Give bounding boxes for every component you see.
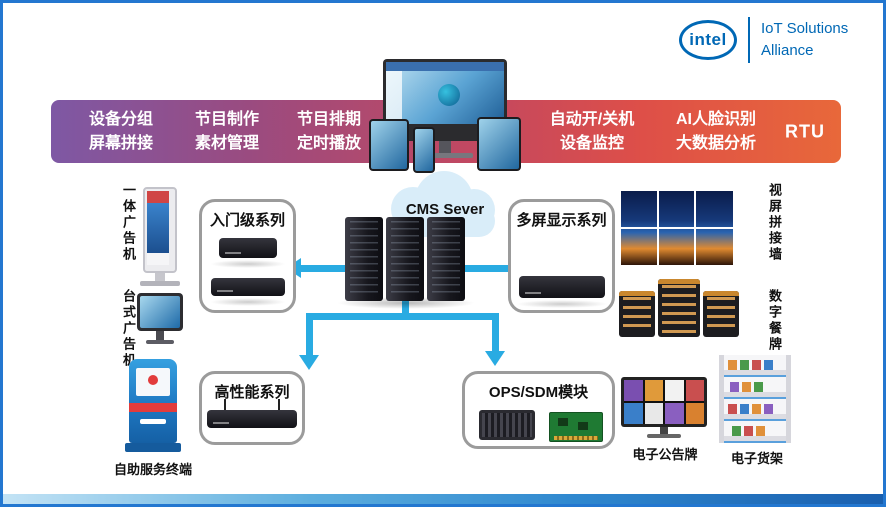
video-wall-label: 视屏拼接墙	[767, 183, 782, 263]
kiosk-ad-label: 一体广告机	[121, 183, 136, 263]
arrow-connector	[306, 313, 499, 320]
video-wall-image	[621, 191, 733, 265]
server-tower	[386, 217, 424, 301]
banner-item-rtu: RTU	[785, 121, 825, 141]
bulletin-board-image	[621, 377, 707, 441]
ops-sdm-label: OPS/SDM模块	[488, 384, 589, 401]
intel-logo-text: intel	[689, 30, 727, 49]
high-performance-label: 高性能系列	[214, 384, 290, 401]
banner-item-ai-face: AI人脸识别 大数据分析	[675, 110, 756, 152]
smart-shelf-image	[719, 355, 791, 443]
bulletin-board-label: 电子公告牌	[632, 447, 698, 462]
server-tower	[427, 217, 465, 301]
menu-panel	[703, 291, 739, 337]
logo-divider	[748, 17, 750, 63]
monitor-stand	[439, 141, 451, 153]
arrow-to-high-shaft	[306, 313, 313, 357]
ops-sdm-box: OPS/SDM模块	[462, 371, 615, 449]
management-devices-image	[369, 59, 521, 177]
self-service-terminal-image	[125, 359, 181, 455]
tablet-icon	[477, 117, 521, 171]
monitor-base	[417, 153, 473, 158]
alliance-line-1: IoT Solutions	[761, 20, 849, 38]
multi-screen-box: 多屏显示系列	[508, 199, 615, 313]
multi-screen-label: 多屏显示系列	[516, 212, 607, 229]
cms-server-label: CMS Sever	[405, 201, 485, 218]
entry-device-1-image	[218, 238, 277, 258]
entry-series-label: 入门级系列	[209, 212, 285, 229]
desktop-ad-label: 台式广告机	[121, 289, 136, 369]
bottom-accent-bar	[3, 494, 883, 504]
entry-series-box: 入门级系列	[199, 199, 296, 313]
banner-item-device-grouping: 设备分组 屏幕拼接	[88, 110, 153, 152]
arrow-to-entry-shaft	[300, 265, 346, 272]
alliance-text: IoT Solutions Alliance	[761, 18, 848, 62]
arrow-to-ops-shaft	[492, 313, 499, 353]
banner-item-scheduling: 节目排期 定时播放	[296, 110, 361, 152]
server-tower	[345, 217, 383, 301]
banner-item-content-production: 节目制作 素材管理	[194, 110, 259, 152]
desktop-ad-image	[137, 293, 183, 349]
alliance-line-2: Alliance	[761, 42, 814, 59]
banner-item-auto-power: 自动开/关机 设备监控	[549, 110, 635, 152]
server-rack-image	[345, 217, 465, 301]
menu-panel	[658, 279, 700, 337]
menu-panel	[619, 291, 655, 337]
multi-screen-device-image	[518, 276, 605, 298]
entry-device-2-image	[210, 278, 285, 296]
intel-logo-oval: intel	[679, 20, 737, 60]
smart-shelf-label: 电子货架	[730, 451, 783, 466]
arrow-down-stub	[402, 299, 409, 317]
self-service-terminal-label: 自助服务终端	[113, 462, 192, 477]
high-performance-device-image	[207, 410, 297, 428]
antenna-icon	[224, 399, 226, 410]
arrow-to-multi-shaft	[462, 265, 508, 272]
antenna-icon	[278, 399, 280, 410]
phone-icon	[413, 127, 435, 173]
high-performance-box: 高性能系列	[199, 371, 305, 445]
sdm-board-image	[549, 412, 603, 442]
digital-menu-image	[619, 279, 741, 337]
intel-logo: intel IoT Solutions Alliance	[679, 17, 848, 63]
tablet-icon	[369, 119, 409, 171]
digital-menu-label: 数字餐牌	[767, 289, 782, 353]
arrow-to-high-head	[299, 355, 319, 370]
kiosk-ad-image	[140, 187, 180, 291]
arrow-to-ops-head	[485, 351, 505, 366]
ops-module-image	[479, 410, 535, 440]
